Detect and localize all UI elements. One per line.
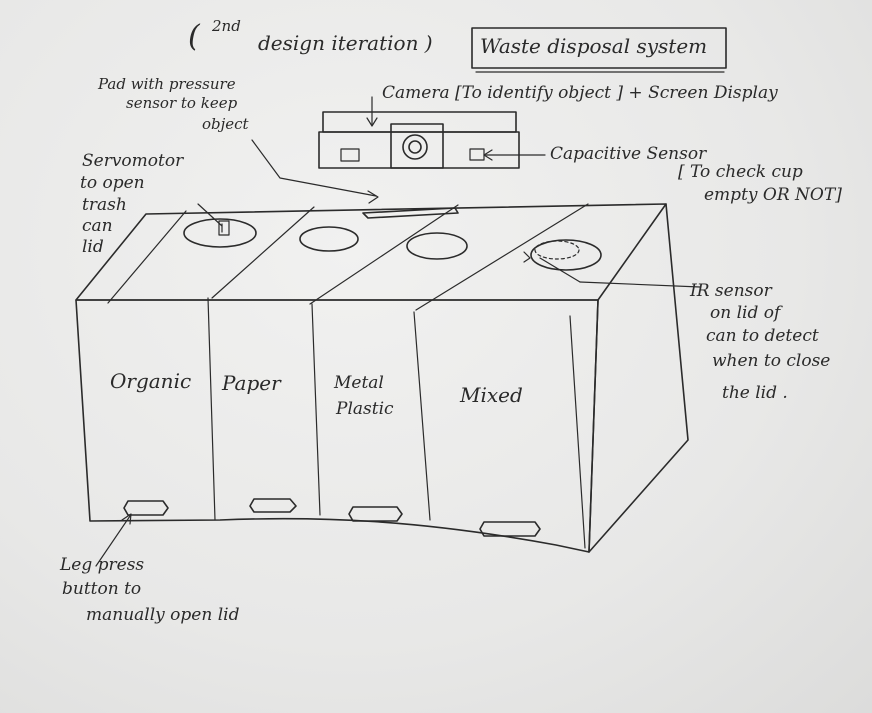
- ir-label-line4: when to close: [712, 351, 831, 371]
- lid-metal-plastic: [406, 232, 468, 260]
- leg-press-buttons: [123, 498, 541, 537]
- pad-label-line2: sensor to keep: [126, 94, 238, 112]
- diagram-title: Waste disposal system: [480, 34, 708, 58]
- leg-label-line1: Leg press: [60, 555, 145, 575]
- pad-label-line3: object: [202, 115, 249, 133]
- ir-label-line3: can to detect: [706, 326, 819, 346]
- servo-label-line5: lid: [82, 237, 104, 257]
- lid-organic: [183, 218, 257, 248]
- ir-label-line5: the lid .: [722, 383, 788, 403]
- iteration-label: design iteration ): [258, 31, 433, 55]
- leg-label-line2: button to: [62, 579, 142, 599]
- capacitive-label-line2: [ To check cup: [678, 162, 803, 182]
- bin-side: [588, 203, 689, 553]
- capacitive-label-line1: Capacitive Sensor: [550, 144, 707, 164]
- leg-label-line3: manually open lid: [86, 605, 240, 625]
- ir-label-line1: IR sensor: [690, 281, 772, 301]
- iteration-superscript: 2nd: [212, 17, 241, 35]
- lid-mixed: [530, 239, 602, 271]
- ir-label-line2: on lid of: [710, 303, 781, 323]
- bin-label-paper: Paper: [222, 371, 281, 395]
- pad-label-line1: Pad with pressure: [98, 75, 236, 93]
- bin-label-plastic: Plastic: [336, 399, 394, 419]
- pressure-pad: [362, 207, 459, 219]
- bin-label-organic: Organic: [110, 369, 192, 393]
- servo-label-line2: to open: [80, 173, 145, 193]
- title-box: [471, 27, 727, 69]
- iteration-open-paren: (: [188, 19, 200, 54]
- servo-label-line4: can: [82, 216, 113, 236]
- bin-label-metal: Metal: [334, 373, 384, 393]
- bin-label-mixed: Mixed: [460, 383, 523, 407]
- camera-label: Camera [To identify object ] + Screen Di…: [382, 83, 778, 103]
- servo-label-line3: trash: [82, 195, 127, 215]
- camera-unit: [318, 111, 520, 169]
- lid-paper: [299, 226, 359, 252]
- capacitive-label-line3: empty OR NOT]: [704, 185, 842, 205]
- servo-label-line1: Servomotor: [82, 151, 184, 171]
